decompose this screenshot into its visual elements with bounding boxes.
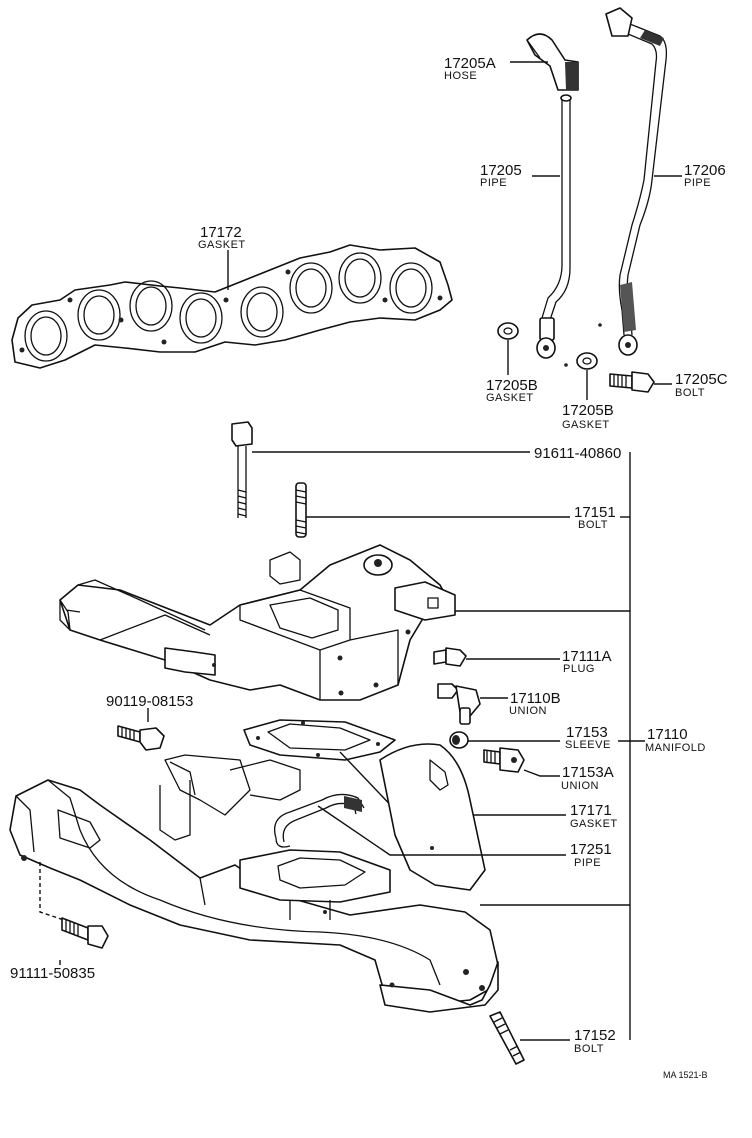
bolt-91111-50835: [61, 917, 109, 949]
bolt-17205C: [609, 371, 655, 393]
callout-17151-name: BOLT: [578, 519, 608, 531]
union-17153A: [483, 747, 525, 773]
callout-17110-name: MANIFOLD: [645, 742, 706, 754]
callout-17171-number: 17171: [570, 802, 612, 819]
callout-17153A-name: UNION: [561, 780, 599, 792]
pipe-17205: [536, 94, 572, 359]
drawing-code: MA 1521-B: [663, 1070, 708, 1080]
callout-17205-number: 17205: [480, 162, 522, 179]
callout-17205B-2-name: GASKET: [562, 419, 610, 431]
callout-17171-name: GASKET: [570, 818, 618, 830]
sleeve-17153: [449, 731, 469, 749]
bolt-90119-08153: [117, 725, 165, 751]
callout-91611-number: 91611-40860: [534, 445, 621, 462]
callout-17205B-1-name: GASKET: [486, 392, 534, 404]
callout-17205-name: PIPE: [480, 177, 507, 189]
callout-17153A-number: 17153A: [562, 764, 614, 781]
washer-17205B-right: [576, 352, 598, 370]
stud-17152: [489, 1011, 525, 1065]
callout-17111A-number: 17111A: [562, 648, 612, 665]
callout-17111A-name: PLUG: [563, 663, 595, 675]
callout-17151-number: 17151: [574, 504, 616, 521]
union-17110B: [437, 683, 481, 725]
washer-17205B-left: [497, 322, 519, 340]
callout-17251-name: PIPE: [574, 857, 601, 869]
gasket-17171: [243, 719, 396, 761]
hose-17205A: [526, 33, 579, 91]
pipe-17206: [605, 7, 668, 356]
bolt-91611-40860: [231, 421, 253, 518]
callout-90119-number: 90119-08153: [106, 693, 193, 710]
callout-17206-number: 17206: [684, 162, 726, 179]
callout-17206-name: PIPE: [684, 177, 711, 189]
plug-17111A: [433, 647, 467, 667]
exhaust-gasket-17172: [11, 244, 453, 369]
callout-17110-number: 17110: [647, 726, 688, 743]
callout-17152-number: 17152: [574, 1027, 616, 1044]
callout-17205A-number: 17205A: [444, 55, 496, 72]
callout-17205B-2-number: 17205B: [562, 402, 614, 419]
callout-91111-number: 91111-50835: [10, 965, 95, 982]
callout-17172-number: 17172: [200, 224, 242, 241]
leader-91111-dashed: [39, 862, 65, 921]
pipe-17251: [273, 793, 365, 848]
callout-17205A-name: HOSE: [444, 70, 477, 82]
callout-17205C-number: 17205C: [675, 371, 728, 388]
leader-17153A: [523, 769, 560, 777]
callout-17172-name: GASKET: [198, 239, 246, 251]
callout-17152-name: BOLT: [574, 1043, 604, 1055]
callout-17205B-1-number: 17205B: [486, 377, 538, 394]
exhaust-manifold: [9, 743, 499, 1013]
callout-17110B-name: UNION: [509, 705, 547, 717]
callout-17110B-number: 17110B: [510, 690, 561, 707]
stud-17151: [295, 482, 307, 538]
callout-17153-name: SLEEVE: [565, 739, 611, 751]
callout-17251-number: 17251: [570, 841, 612, 858]
callout-17153-number: 17153: [566, 724, 608, 741]
leader-17251: [317, 805, 566, 856]
intake-manifold: [59, 544, 456, 701]
callout-17205C-name: BOLT: [675, 387, 705, 399]
